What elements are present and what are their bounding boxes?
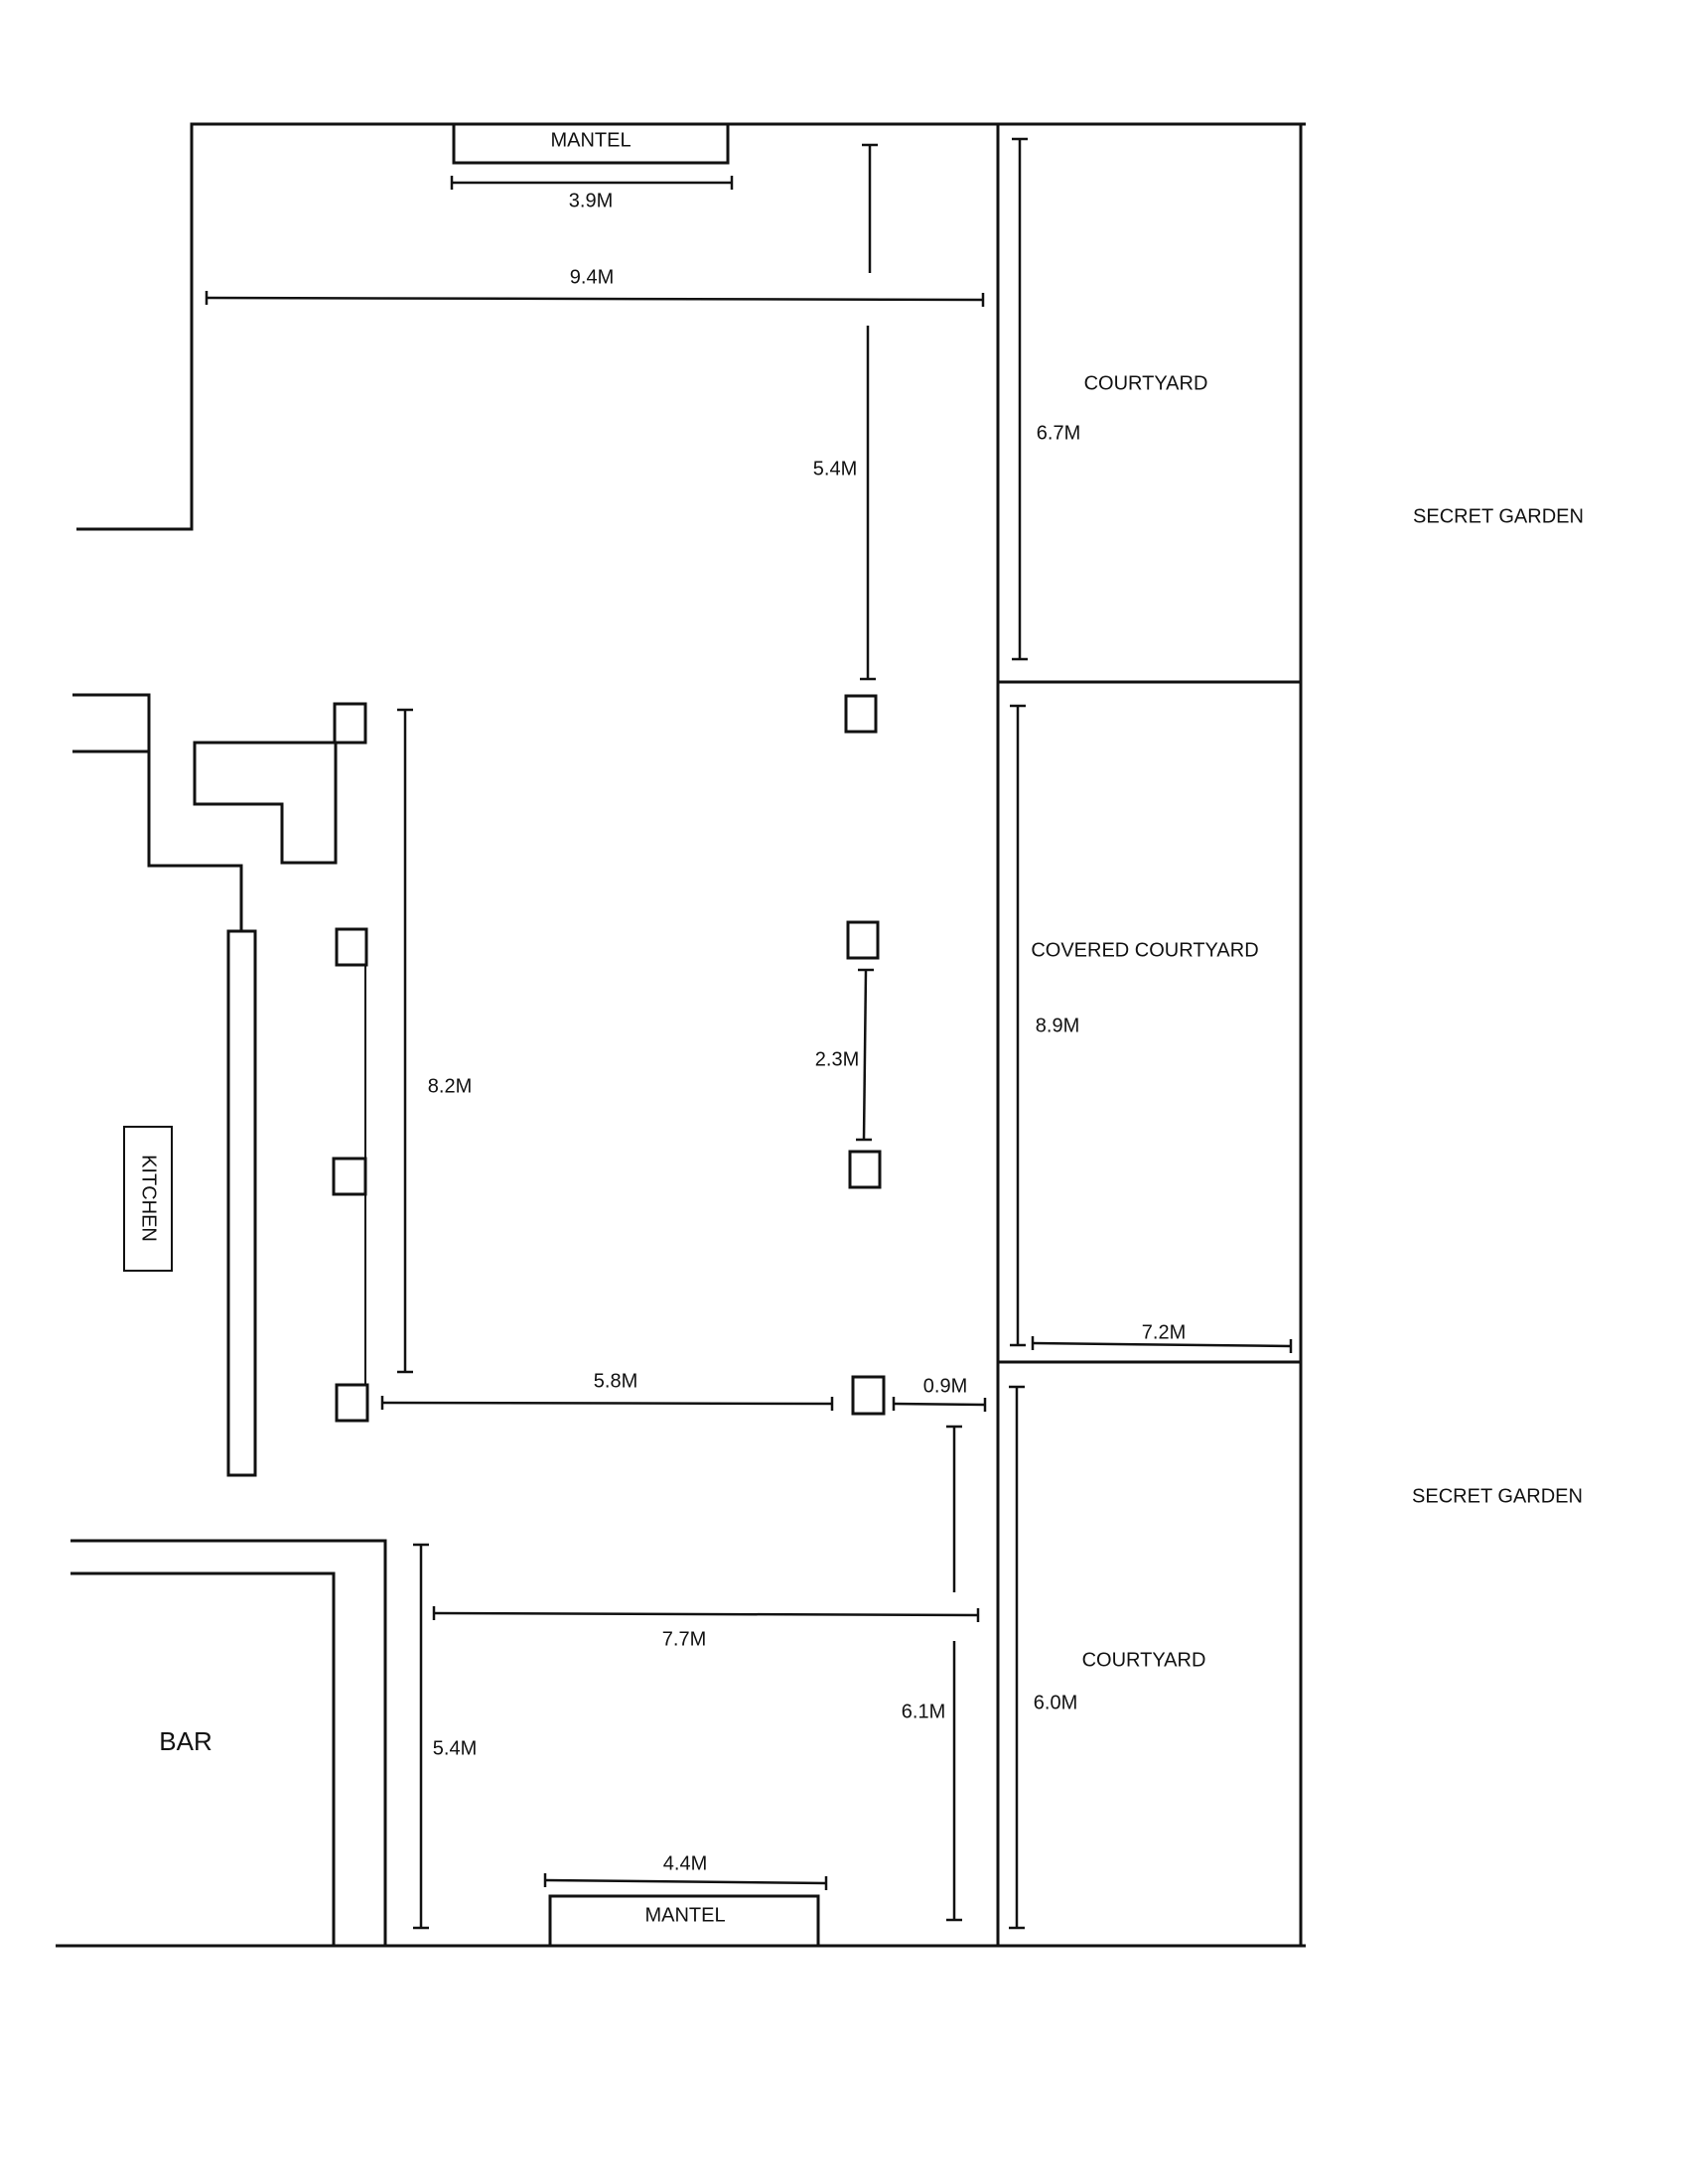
columns bbox=[332, 694, 886, 1423]
dim-column-row bbox=[381, 1401, 833, 1406]
dim-label-column-to-wall: 0.9M bbox=[923, 1375, 967, 1397]
column bbox=[335, 927, 368, 967]
label-courtyard-top: COURTYARD bbox=[1084, 372, 1208, 394]
dim-hall-width bbox=[206, 296, 984, 302]
dimension-labels: 3.9M 9.4M 5.4M 6.7M 8.2M 2.3M 8.9M 7.2M … bbox=[428, 190, 1186, 1874]
dim-label-hall-width: 9.4M bbox=[570, 266, 614, 288]
dim-label-mantel-bottom: 4.4M bbox=[663, 1852, 707, 1874]
dim-label-column-row: 5.8M bbox=[594, 1370, 637, 1392]
column bbox=[846, 920, 880, 960]
room-labels: MANTEL MANTEL COURTYARD COVERED COURTYAR… bbox=[138, 129, 1584, 1926]
dim-label-upper-depth: 5.4M bbox=[813, 458, 857, 479]
label-mantel-bottom: MANTEL bbox=[644, 1904, 725, 1926]
bar-outer-wall bbox=[70, 1539, 387, 1946]
dim-label-courtyard-bottom: 6.0M bbox=[1034, 1692, 1077, 1713]
label-kitchen: KITCHEN bbox=[138, 1155, 160, 1242]
dim-label-column-spacing: 2.3M bbox=[815, 1048, 859, 1070]
column bbox=[335, 1383, 369, 1423]
dim-label-courtyard-top: 6.7M bbox=[1037, 422, 1080, 444]
dim-covered-courtyard-width bbox=[1032, 1341, 1292, 1348]
dim-label-covered-width: 7.2M bbox=[1142, 1321, 1186, 1343]
label-secret-garden-top: SECRET GARDEN bbox=[1413, 505, 1584, 527]
label-mantel-top: MANTEL bbox=[550, 129, 631, 151]
mantel-top-box bbox=[452, 122, 730, 165]
column bbox=[851, 1375, 886, 1416]
mantel-bottom-box bbox=[548, 1894, 820, 1948]
dimension-lines bbox=[205, 137, 1293, 1930]
kitchen-walls bbox=[72, 693, 365, 1477]
walls bbox=[56, 122, 1306, 1948]
dim-lower-width bbox=[433, 1611, 979, 1617]
dim-column-spacing bbox=[862, 969, 868, 1141]
column bbox=[844, 694, 878, 734]
dim-column-to-wall bbox=[893, 1402, 986, 1407]
label-courtyard-bottom: COURTYARD bbox=[1082, 1649, 1206, 1671]
dim-label-lower-left-depth: 5.4M bbox=[433, 1737, 477, 1759]
bar-inner-wall bbox=[70, 1571, 336, 1946]
wall-top-left bbox=[76, 122, 1306, 531]
kitchen-counter bbox=[226, 929, 257, 1477]
dim-label-lower-width: 7.7M bbox=[662, 1628, 706, 1650]
dim-label-mantel-top: 3.9M bbox=[569, 190, 613, 211]
label-secret-garden-bottom: SECRET GARDEN bbox=[1412, 1485, 1583, 1507]
column bbox=[848, 1150, 882, 1189]
bar-walls bbox=[70, 1539, 387, 1946]
dim-mantel-bottom bbox=[544, 1878, 827, 1885]
kitchen-label-box bbox=[123, 1126, 173, 1272]
label-bar: BAR bbox=[159, 1726, 211, 1756]
kitchen-entry-wall bbox=[72, 693, 243, 931]
column bbox=[333, 702, 367, 745]
dim-label-lower-right-depth: 6.1M bbox=[902, 1701, 945, 1722]
dim-label-left-columns: 8.2M bbox=[428, 1075, 472, 1097]
kitchen-corner-wall bbox=[193, 741, 365, 865]
label-covered-courtyard: COVERED COURTYARD bbox=[1031, 939, 1258, 961]
dim-label-covered-height: 8.9M bbox=[1036, 1015, 1079, 1036]
column bbox=[332, 1157, 367, 1196]
